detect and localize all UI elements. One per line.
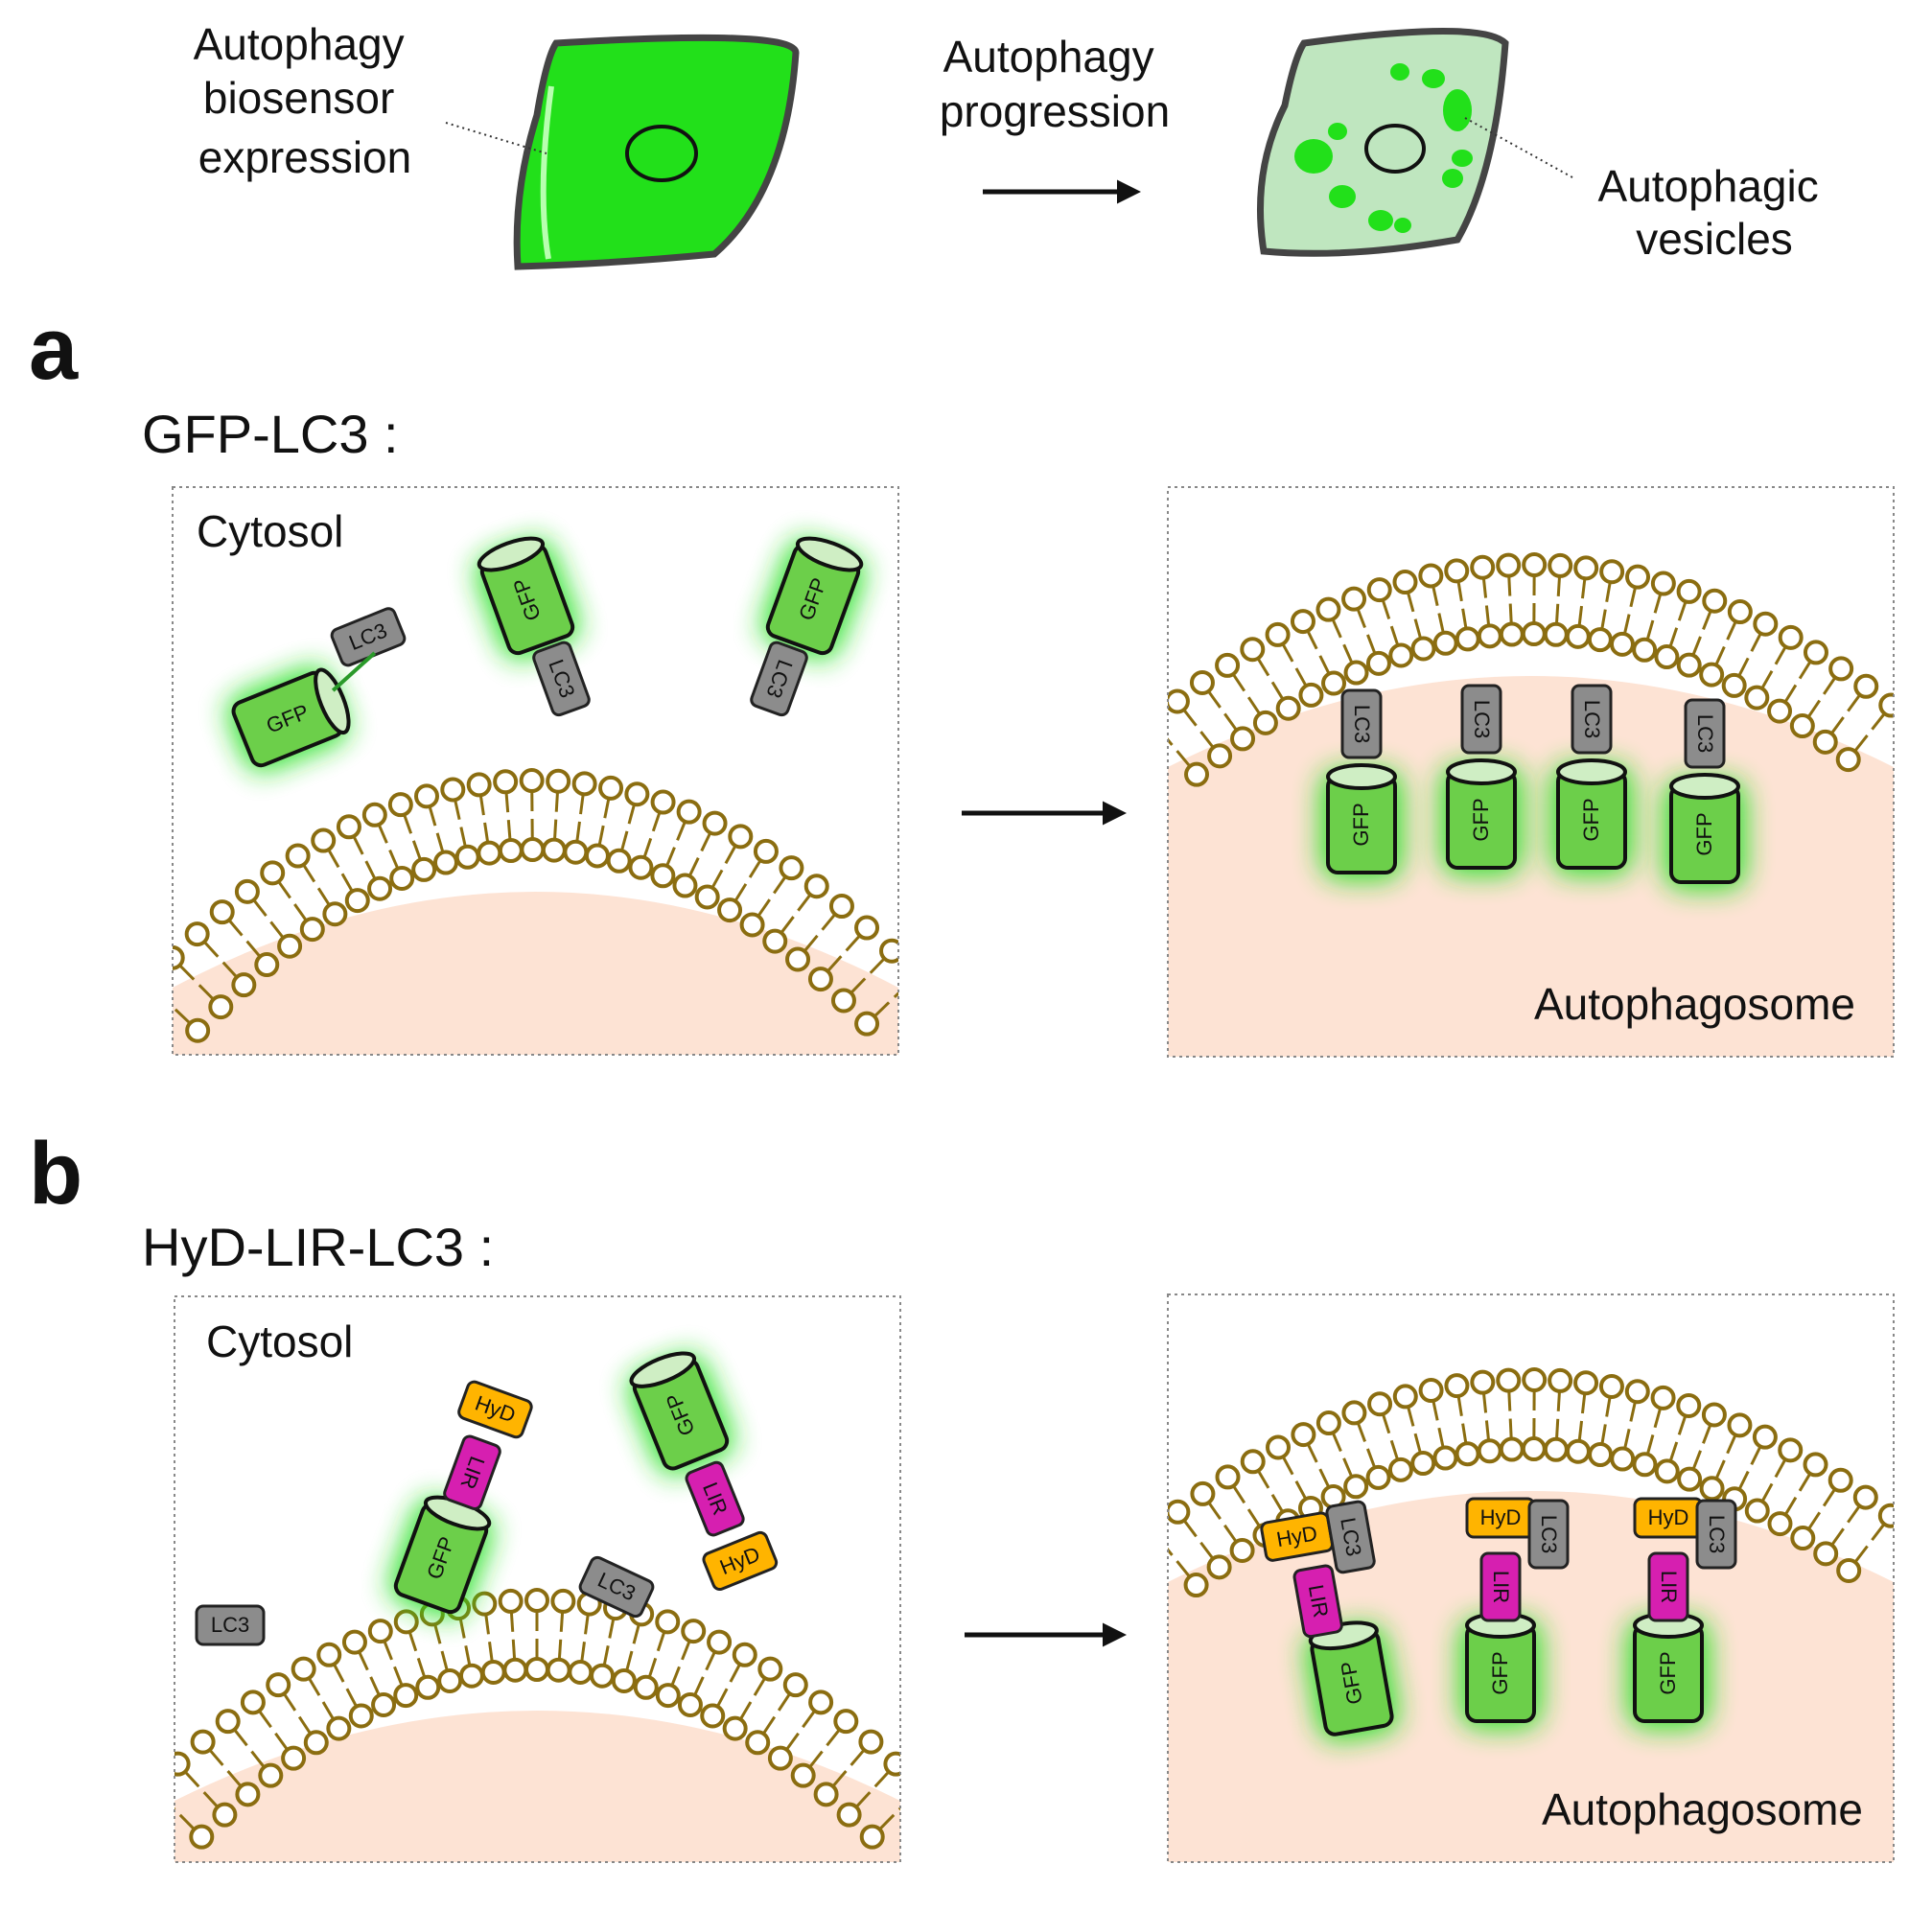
cell-bright	[445, 34, 800, 270]
label-progression-line2: progression	[940, 86, 1170, 136]
membrane-bilayer	[1168, 1367, 1894, 1598]
gfp-lc3-bound: GFP LC3	[1664, 698, 1746, 890]
panel-a-title: GFP-LC3 :	[142, 404, 399, 464]
hyd-lir-lc3-bound: GFP LIR HyD LC3	[1459, 1497, 1570, 1729]
label-biosensor-line1: Autophagy	[194, 19, 405, 69]
lc3-block: LC3	[532, 641, 591, 717]
membrane-bilayer	[173, 768, 898, 1043]
label-autophagosome-b: Autophagosome	[1542, 1784, 1863, 1834]
gfp-lc3-bound: GFP LC3	[1440, 684, 1523, 875]
lc3-label: LC3	[211, 1613, 249, 1637]
top-row: Autophagy biosensor expression Autophagy…	[194, 19, 1831, 270]
gfp-barrel: GFP	[226, 666, 351, 772]
svg-text:Autophagic vesicles: Autophagic vesicles	[1598, 161, 1831, 264]
autophagic-vesicle	[1294, 63, 1473, 233]
lir-label: LIR	[1657, 1571, 1681, 1603]
label-biosensor-line3: expression	[198, 132, 411, 182]
cell-vesicles	[1257, 28, 1573, 257]
gfp-label: GFP	[1488, 1651, 1512, 1694]
gfp-label: GFP	[1579, 798, 1603, 841]
label-biosensor-line2: biosensor	[203, 73, 394, 123]
gfp-barrel: GFP	[475, 536, 580, 661]
membrane-bilayer	[175, 1588, 900, 1850]
lir-label: LIR	[1304, 1583, 1334, 1620]
panel-b-cytosol-box: Cytosol GFP LIR HyD GFP LIR HyD LC3 LC3	[174, 1295, 901, 1863]
gfp-barrel: GFP	[760, 536, 866, 661]
label-vesicles-line1: Autophagic	[1598, 161, 1819, 211]
lir-label: LIR	[1489, 1571, 1513, 1603]
lc3-free: LC3	[578, 1555, 655, 1619]
hyd-label: HyD	[1648, 1505, 1689, 1529]
gfp-lc3-free: GFP LC3	[226, 607, 407, 772]
lc3-free: LC3	[195, 1604, 266, 1646]
lc3-label: LC3	[1580, 700, 1604, 738]
label-cytosol-b: Cytosol	[206, 1317, 353, 1366]
gfp-lc3-bound: GFP LC3	[1320, 688, 1403, 880]
label-vesicles-line2: vesicles	[1636, 214, 1793, 264]
gfp-lc3-free: GFP LC3	[475, 536, 591, 717]
svg-text:Autophagy progression: Autophagy progression	[940, 32, 1170, 136]
gfp-lc3-bound: GFP LC3	[1550, 684, 1633, 875]
lc3-label: LC3	[1350, 705, 1374, 743]
label-progression-line1: Autophagy	[943, 32, 1154, 82]
gfp-lc3-free: GFP LC3	[750, 536, 866, 717]
gfp-label: GFP	[1349, 803, 1373, 846]
hyd-lir-lc3-bound: GFP LIR HyD LC3	[1627, 1497, 1737, 1729]
panel-a-cytosol-box: Cytosol GFP LC3 GFP LC3 GFP LC3	[172, 486, 899, 1056]
hyd-lir-gfp-free: GFP LIR HyD	[628, 1351, 779, 1592]
lc3-label: LC3	[1693, 714, 1717, 753]
panel-letter-a: a	[29, 300, 79, 398]
hyd-lir-gfp-free: GFP LIR HyD	[388, 1380, 533, 1620]
label-cytosol-a: Cytosol	[197, 506, 343, 556]
panel-a-autophagosome-box: GFP LC3 GFP LC3 GFP LC3 GFP LC3 Autophagosom…	[1167, 486, 1895, 1058]
label-autophagosome-a: Autophagosome	[1534, 979, 1855, 1029]
lc3-block: LC3	[750, 641, 808, 717]
lc3-label: LC3	[1470, 700, 1494, 738]
gfp-label: GFP	[1469, 798, 1493, 841]
panel-letter-b: b	[29, 1125, 82, 1223]
gfp-label: GFP	[1692, 812, 1716, 855]
panel-b-title: HyD-LIR-LC3 :	[142, 1217, 494, 1277]
lc3-label: LC3	[1537, 1515, 1561, 1553]
svg-text:Autophagy biosensor: Autophagy biosensor expression	[194, 19, 417, 182]
lc3-label: LC3	[1705, 1515, 1729, 1553]
gfp-label: GFP	[1656, 1651, 1680, 1694]
membrane-bilayer	[1168, 552, 1894, 787]
hyd-label: HyD	[1480, 1505, 1522, 1529]
